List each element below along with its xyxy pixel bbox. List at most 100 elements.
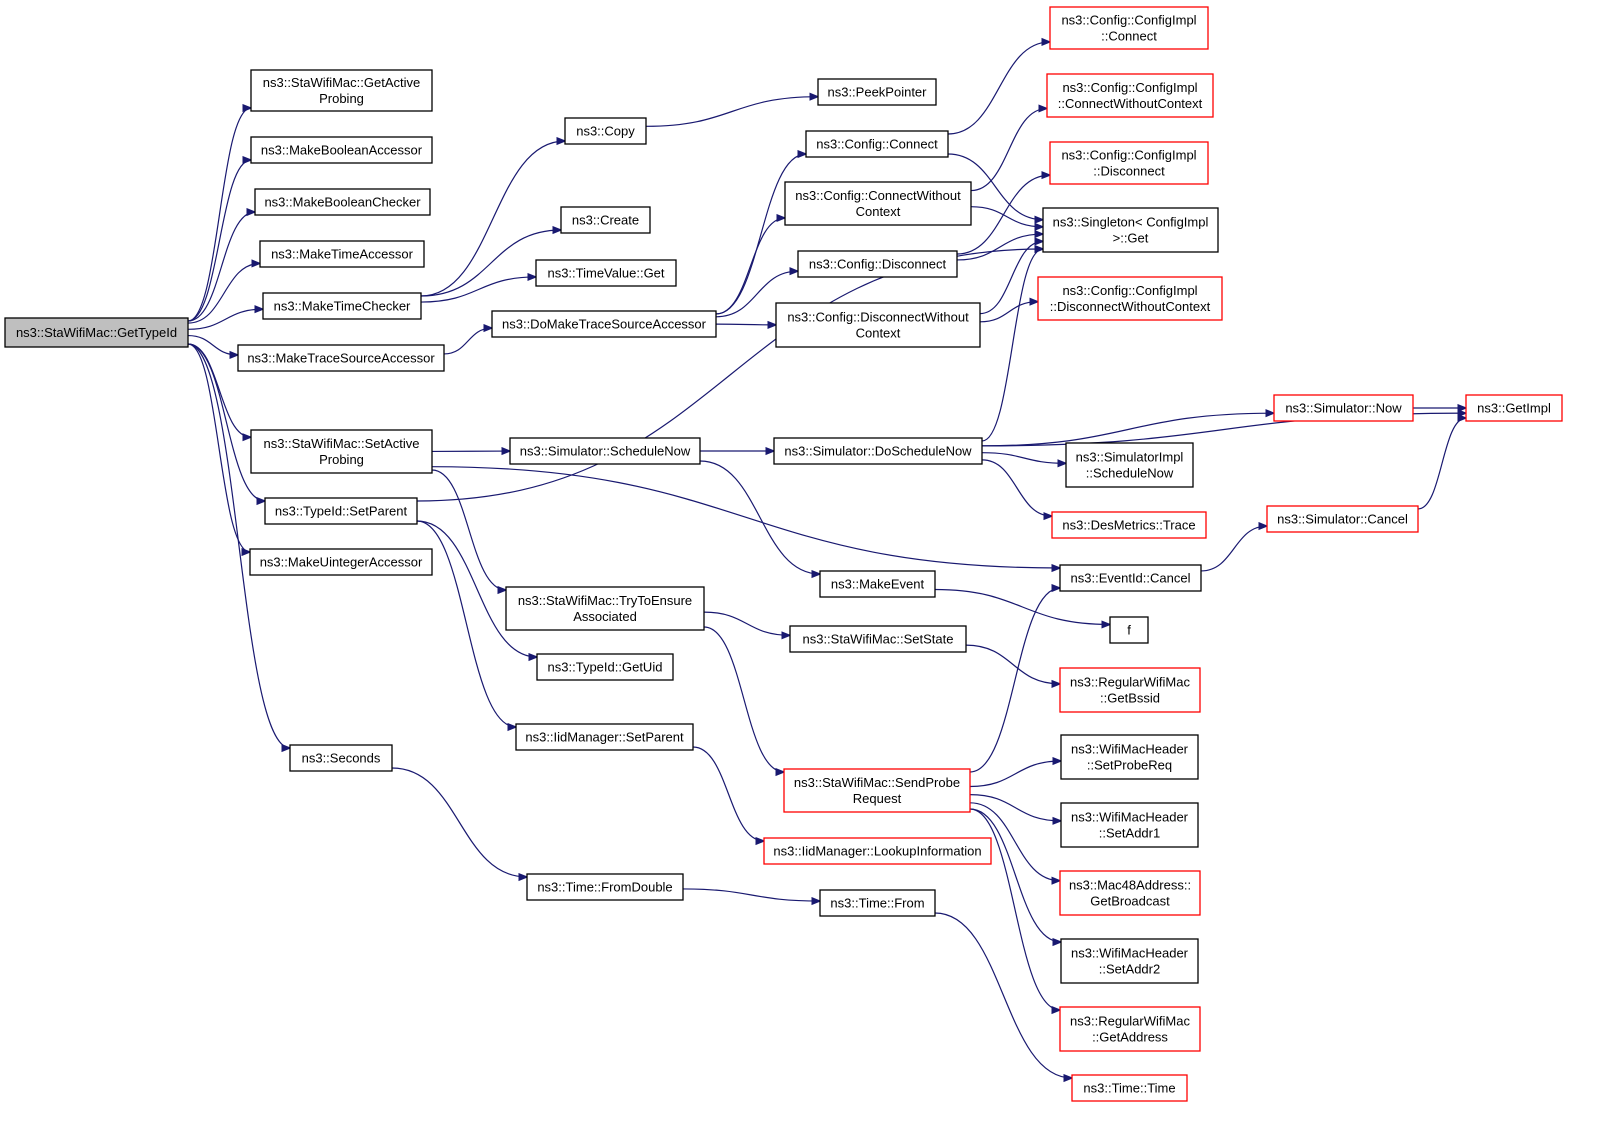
edge-cfgConnect-to-implConnect xyxy=(947,42,1050,135)
node-setProbeReq[interactable]: ns3::WifiMacHeader::SetProbeReq xyxy=(1060,734,1199,780)
node-box xyxy=(817,78,937,106)
node-cfgDisconnectWO[interactable]: ns3::Config::DisconnectWithoutContext xyxy=(775,302,981,348)
node-makeTimeChk[interactable]: ns3::MakeTimeChecker xyxy=(262,292,422,320)
edge-sendProbe-to-setAddr2 xyxy=(969,808,1061,942)
node-label: ns3::Simulator::Cancel xyxy=(1277,512,1408,527)
node-cfgConnectWO[interactable]: ns3::Config::ConnectWithoutContext xyxy=(784,181,972,226)
node-box xyxy=(1059,870,1201,916)
node-label: ns3::IidManager::SetParent xyxy=(525,730,684,745)
node-makeBoolChk[interactable]: ns3::MakeBooleanChecker xyxy=(254,188,431,216)
node-peekPointer[interactable]: ns3::PeekPointer xyxy=(817,78,937,106)
node-implDisconnectWO[interactable]: ns3::Config::ConfigImpl::DisconnectWitho… xyxy=(1037,276,1223,321)
node-box xyxy=(491,310,717,338)
node-label: ns3::StaWifiMac::TryToEnsure xyxy=(518,593,692,608)
node-f[interactable]: f xyxy=(1109,616,1149,644)
edge-root-to-typeIdSetParent xyxy=(187,343,265,501)
edge-cfgConnectWO-to-implConnectWO xyxy=(970,108,1047,192)
node-iidSetParent[interactable]: ns3::IidManager::SetParent xyxy=(515,723,694,751)
node-box xyxy=(1049,6,1209,50)
edge-root-to-makeUintAcc xyxy=(187,343,250,552)
node-copy[interactable]: ns3::Copy xyxy=(564,117,647,145)
node-label: ns3::Simulator::DoScheduleNow xyxy=(784,444,972,459)
node-cfgDisconnect[interactable]: ns3::Config::Disconnect xyxy=(797,250,958,278)
node-box xyxy=(254,188,431,216)
node-label: ::SetAddr2 xyxy=(1099,962,1160,977)
node-label: ns3::WifiMacHeader xyxy=(1071,742,1189,757)
node-cfgConnect[interactable]: ns3::Config::Connect xyxy=(805,130,949,158)
node-makeBoolAcc[interactable]: ns3::MakeBooleanAccessor xyxy=(250,136,433,164)
node-getUid[interactable]: ns3::TypeId::GetUid xyxy=(536,653,674,681)
node-simCancel[interactable]: ns3::Simulator::Cancel xyxy=(1266,505,1419,533)
node-label: ns3::Config::ConnectWithout xyxy=(795,188,961,203)
node-label: ns3::PeekPointer xyxy=(827,85,927,100)
node-implConnect[interactable]: ns3::Config::ConfigImpl::Connect xyxy=(1049,6,1209,50)
node-box xyxy=(783,768,971,813)
node-implConnectWO[interactable]: ns3::Config::ConfigImpl::ConnectWithoutC… xyxy=(1046,73,1214,118)
node-makeTraceAcc[interactable]: ns3::MakeTraceSourceAccessor xyxy=(237,344,445,372)
edge-doMakeTrace-to-cfgDisconnect xyxy=(715,271,798,318)
node-create[interactable]: ns3::Create xyxy=(560,206,651,234)
node-box xyxy=(1037,276,1223,321)
node-eventCancel[interactable]: ns3::EventId::Cancel xyxy=(1059,564,1202,592)
node-getAddress[interactable]: ns3::RegularWifiMac::GetAddress xyxy=(1059,1006,1201,1052)
node-fromDouble[interactable]: ns3::Time::FromDouble xyxy=(526,873,684,901)
node-box xyxy=(1042,207,1219,253)
node-makeUintAcc[interactable]: ns3::MakeUintegerAccessor xyxy=(249,548,433,576)
node-makeTimeAcc[interactable]: ns3::MakeTimeAccessor xyxy=(259,240,425,268)
node-label: ns3::WifiMacHeader xyxy=(1071,810,1189,825)
node-doMakeTrace[interactable]: ns3::DoMakeTraceSourceAccessor xyxy=(491,310,717,338)
node-box xyxy=(819,889,936,917)
node-label: f xyxy=(1127,623,1131,638)
node-setAddr2[interactable]: ns3::WifiMacHeader::SetAddr2 xyxy=(1060,938,1199,984)
node-label: ns3::Config::ConfigImpl xyxy=(1061,148,1196,163)
edge-doMakeTrace-to-cfgDisconnectWO xyxy=(715,324,776,325)
node-box xyxy=(1059,1006,1201,1052)
node-box xyxy=(789,625,967,653)
node-label: Probing xyxy=(319,91,364,106)
node-setState[interactable]: ns3::StaWifiMac::SetState xyxy=(789,625,967,653)
node-label: ::ConnectWithoutContext xyxy=(1058,96,1203,111)
node-label: Context xyxy=(856,326,901,341)
edge-cfgDisconnect-to-singletonGet xyxy=(956,234,1043,261)
edge-setActiveProbing-to-eventCancel xyxy=(431,466,1060,568)
node-label: ns3::TypeId::SetParent xyxy=(275,504,408,519)
node-label: ns3::Seconds xyxy=(302,751,381,766)
node-simNow[interactable]: ns3::Simulator::Now xyxy=(1273,394,1414,422)
node-doSchedNow[interactable]: ns3::Simulator::DoScheduleNow xyxy=(773,437,983,465)
node-box xyxy=(535,259,677,287)
node-getBssid[interactable]: ns3::RegularWifiMac::GetBssid xyxy=(1059,667,1201,713)
edge-fromDouble-to-timeFrom xyxy=(682,888,820,901)
edge-setState-to-getBssid xyxy=(965,644,1060,684)
node-lookupInfo[interactable]: ns3::IidManager::LookupInformation xyxy=(763,837,992,865)
node-simImplSched[interactable]: ns3::SimulatorImpl::ScheduleNow xyxy=(1065,442,1194,488)
node-getBroadcast[interactable]: ns3::Mac48Address::GetBroadcast xyxy=(1059,870,1201,916)
node-box xyxy=(249,548,433,576)
node-box xyxy=(784,181,972,226)
node-root[interactable]: ns3::StaWifiMac::GetTypeId xyxy=(4,317,189,348)
edge-eventCancel-to-simCancel xyxy=(1200,526,1267,572)
node-makeEvent[interactable]: ns3::MakeEvent xyxy=(819,570,936,598)
node-timeFrom[interactable]: ns3::Time::From xyxy=(819,889,936,917)
edge-timeFrom-to-timeTime xyxy=(934,912,1072,1078)
node-box xyxy=(1109,616,1149,644)
node-schedNow[interactable]: ns3::Simulator::ScheduleNow xyxy=(509,437,701,465)
node-box xyxy=(1060,802,1199,848)
node-timeValueGet[interactable]: ns3::TimeValue::Get xyxy=(535,259,677,287)
node-singletonGet[interactable]: ns3::Singleton< ConfigImpl >::Get xyxy=(1042,207,1219,253)
node-box xyxy=(805,130,949,158)
node-seconds[interactable]: ns3::Seconds xyxy=(289,744,393,772)
edge-tryEnsure-to-setState xyxy=(703,611,790,635)
node-desTrace[interactable]: ns3::DesMetrics::Trace xyxy=(1051,511,1207,539)
node-timeTime[interactable]: ns3::Time::Time xyxy=(1071,1074,1188,1102)
edge-root-to-makeTimeChk xyxy=(187,309,263,330)
node-implDisconnect[interactable]: ns3::Config::ConfigImpl::Disconnect xyxy=(1049,141,1209,185)
node-label: ns3::Simulator::ScheduleNow xyxy=(520,444,691,459)
node-setAddr1[interactable]: ns3::WifiMacHeader::SetAddr1 xyxy=(1060,802,1199,848)
node-typeIdSetParent[interactable]: ns3::TypeId::SetParent xyxy=(264,497,418,525)
node-getImpl[interactable]: ns3::GetImpl xyxy=(1465,394,1563,422)
